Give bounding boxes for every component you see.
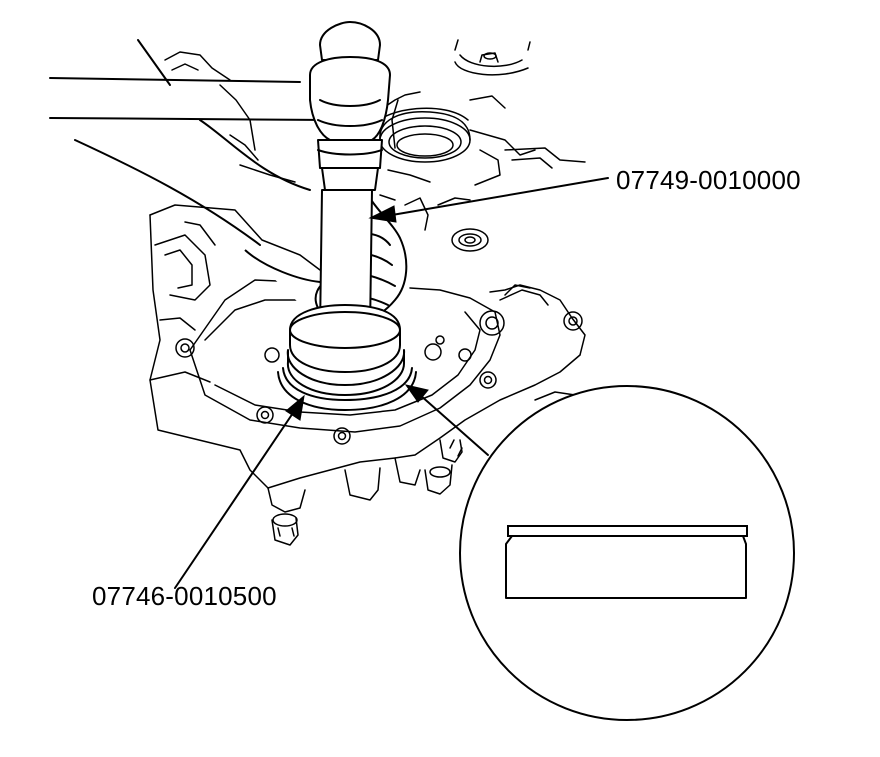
seal-body [505,535,747,599]
seal-lip [507,525,748,537]
upper-case-detail [164,39,586,252]
leader-lines [174,177,609,589]
driver-part-number: 07749-0010000 [616,165,801,195]
seal-detail-view [459,385,795,721]
attachment-part-number: 07746-0010500 [92,581,277,611]
driver-handle [277,21,417,411]
